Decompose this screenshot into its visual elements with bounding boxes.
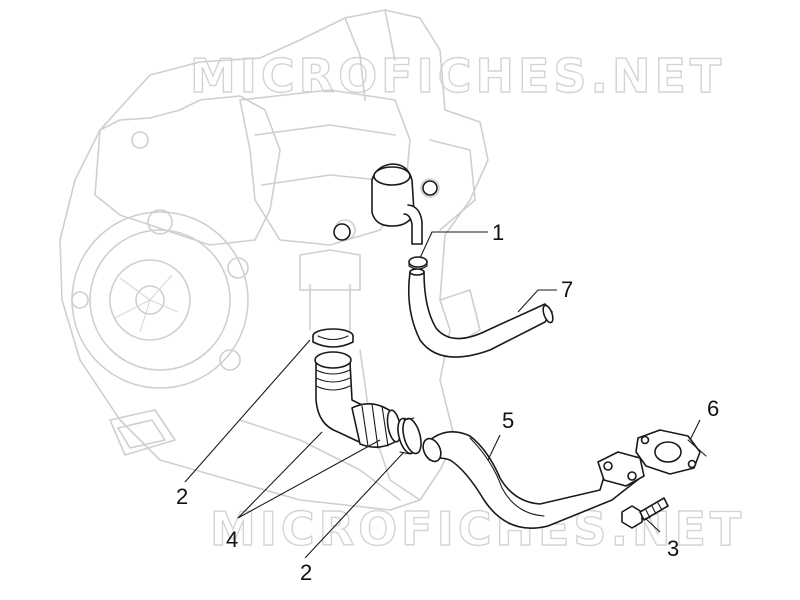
clamp-part-2-lower: [397, 417, 422, 455]
gasket-part-6: [635, 429, 707, 475]
bent-pipe-part-5: [422, 431, 645, 529]
engine-casing-ghost: [59, 9, 489, 511]
leader-lines: [184, 231, 701, 559]
watermark-bottom: MICROFICHES.NET: [210, 502, 745, 556]
clamp-part-1: [408, 256, 428, 270]
callout-5: 5: [502, 408, 514, 433]
callout-2-lower: 2: [300, 560, 312, 585]
callout-4: 4: [226, 527, 238, 552]
callout-6: 6: [707, 396, 719, 421]
breather-housing: [333, 163, 438, 245]
bolt-part-3: [621, 497, 669, 529]
callout-2-upper: 2: [176, 484, 188, 509]
clamp-part-2-upper: [312, 328, 354, 348]
watermark-top: MICROFICHES.NET: [190, 49, 725, 103]
elbow-duct-part-4: [314, 351, 402, 449]
callout-1: 1: [492, 220, 504, 245]
breather-hose-part-7: [407, 268, 554, 358]
callout-7: 7: [561, 277, 573, 302]
callout-3: 3: [667, 536, 679, 561]
